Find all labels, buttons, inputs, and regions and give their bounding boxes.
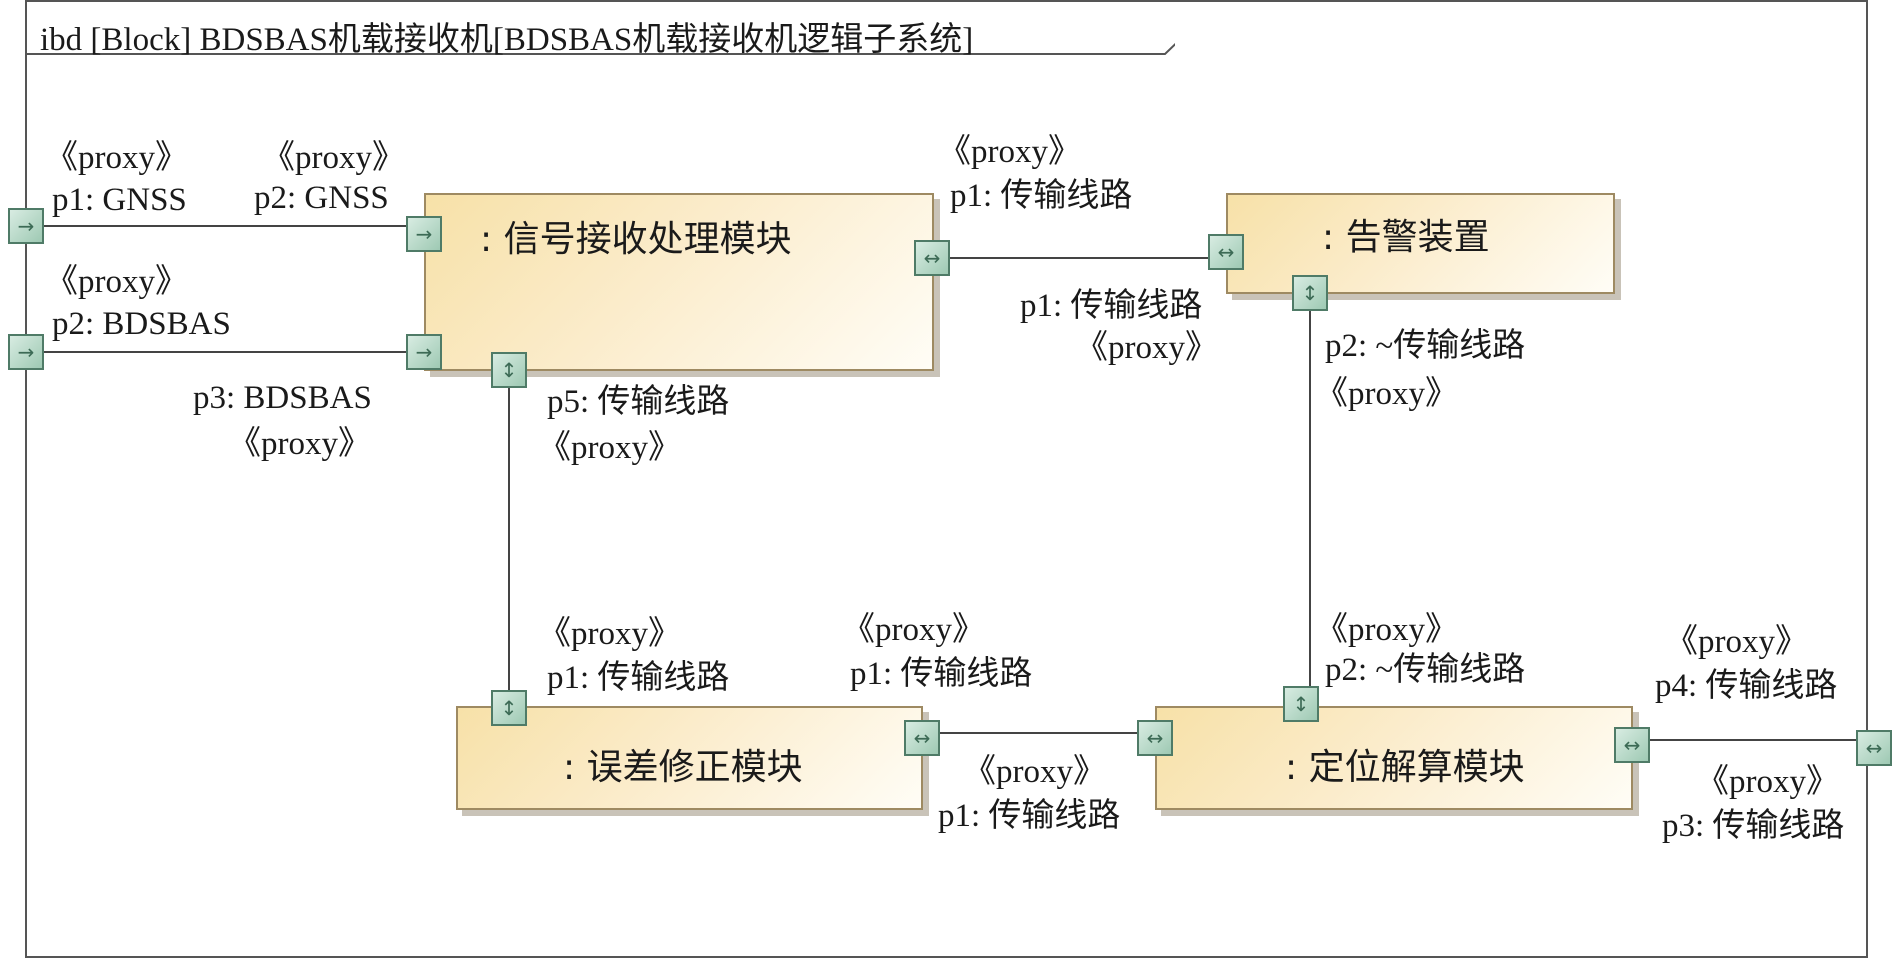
port-alarm-p2-inout-icon[interactable]: ↕ — [1292, 275, 1328, 311]
stereotype-position-p1: 《proxy》 — [963, 754, 1106, 790]
block-alarm-name: : 告警装置 — [1322, 217, 1490, 258]
stereotype-position-p2: 《proxy》 — [1315, 612, 1458, 648]
block-position-solve-name: : 定位解算模块 — [1285, 747, 1525, 788]
stereotype-alarm-p1: 《proxy》 — [1075, 330, 1218, 366]
label-signal-p5: p5: 传输线路 — [547, 384, 730, 420]
label-position-p1: p1: 传输线路 — [938, 798, 1121, 834]
label-frame-p1: p1: GNSS — [52, 182, 187, 218]
block-alarm[interactable] — [1226, 193, 1615, 294]
port-error-p1-top-icon[interactable]: ↕ — [491, 690, 527, 726]
label-error-p1-top: p1: 传输线路 — [547, 660, 730, 696]
label-alarm-p2: p2: ~传输线路 — [1325, 328, 1526, 364]
stereotype-frame-p1: 《proxy》 — [45, 140, 188, 176]
frame-title: ibd [Block] BDSBAS机载接收机[BDSBAS机载接收机逻辑子系统… — [40, 22, 974, 58]
block-position-solve[interactable] — [1155, 706, 1633, 810]
stereotype-signal-p2: 《proxy》 — [262, 140, 405, 176]
label-signal-p3: p3: BDSBAS — [193, 380, 372, 416]
port-signal-p5-inout-icon[interactable]: ↕ — [491, 352, 527, 388]
stereotype-signal-p5: 《proxy》 — [538, 430, 681, 466]
port-signal-p3-in-icon[interactable]: → — [406, 334, 442, 370]
port-alarm-p1-inout-icon[interactable]: ↔ — [1208, 234, 1244, 270]
label-alarm-p1: p1: 传输线路 — [1020, 288, 1203, 324]
stereotype-signal-p1: 《proxy》 — [938, 134, 1081, 170]
label-frame-p3: p3: 传输线路 — [1662, 808, 1845, 844]
port-position-p1-icon[interactable]: ↔ — [1137, 720, 1173, 756]
label-signal-p2: p2: GNSS — [254, 180, 389, 216]
label-signal-p1: p1: 传输线路 — [950, 178, 1133, 214]
diagram-frame — [25, 0, 1868, 958]
port-error-p1-right-icon[interactable]: ↔ — [904, 720, 940, 756]
block-signal-receive[interactable] — [424, 193, 934, 371]
stereotype-error-p1-right: 《proxy》 — [842, 612, 985, 648]
stereotype-signal-p3: 《proxy》 — [228, 426, 371, 462]
port-signal-p1-inout-icon[interactable]: ↔ — [914, 240, 950, 276]
stereotype-position-p4: 《proxy》 — [1665, 624, 1808, 660]
port-frame-p3-icon[interactable]: ↔ — [1856, 730, 1892, 766]
stereotype-alarm-p2: 《proxy》 — [1315, 376, 1458, 412]
port-position-p2-icon[interactable]: ↕ — [1283, 686, 1319, 722]
block-error-correction-name: : 误差修正模块 — [563, 747, 803, 788]
port-frame-p2-in-icon[interactable]: → — [8, 334, 44, 370]
label-position-p2: p2: ~传输线路 — [1325, 652, 1526, 688]
port-signal-p2-in-icon[interactable]: → — [406, 216, 442, 252]
stereotype-error-p1-top: 《proxy》 — [538, 616, 681, 652]
block-signal-receive-name: : 信号接收处理模块 — [480, 219, 792, 260]
frame-tab — [25, 0, 1175, 55]
port-frame-p1-in-icon[interactable]: → — [8, 208, 44, 244]
block-error-correction[interactable] — [456, 706, 923, 810]
stereotype-frame-p2: 《proxy》 — [45, 264, 188, 300]
stereotype-frame-p3: 《proxy》 — [1696, 764, 1839, 800]
label-error-p1-right: p1: 传输线路 — [850, 656, 1033, 692]
label-frame-p2: p2: BDSBAS — [52, 306, 231, 342]
label-position-p4: p4: 传输线路 — [1655, 668, 1838, 704]
port-position-p4-icon[interactable]: ↔ — [1614, 727, 1650, 763]
